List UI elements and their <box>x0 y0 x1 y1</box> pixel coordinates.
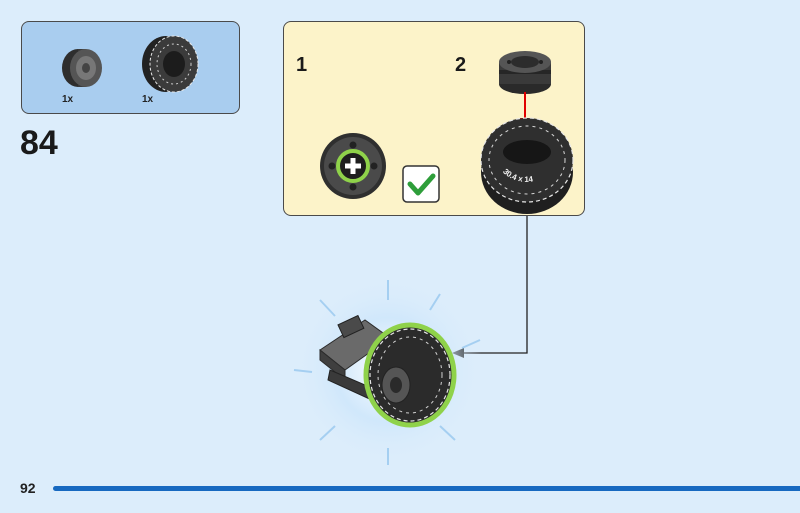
substep-2-number: 2 <box>455 54 467 76</box>
step-number: 84 <box>20 124 58 162</box>
parts-list-box: 1x 1x <box>21 21 240 114</box>
rim-part-icon <box>62 49 102 87</box>
rim-face-view <box>320 133 386 199</box>
plus-icon <box>345 158 361 174</box>
check-icon <box>402 165 440 203</box>
substep-illustration: 30.4 x 14 <box>320 51 574 214</box>
page-number: 92 <box>20 480 36 496</box>
model-illustration <box>293 280 483 465</box>
wheel-assembly <box>363 322 457 428</box>
substep-1-number: 1 <box>296 54 308 76</box>
parts-list-icons <box>62 35 199 93</box>
rim-side-view <box>499 51 551 94</box>
substep-box: 1 2 <box>283 21 585 216</box>
footer-line <box>53 486 800 491</box>
glow-rays <box>293 280 481 465</box>
tire-part-icon <box>142 35 199 93</box>
tire-view: 30.4 x 14 <box>480 117 574 214</box>
tire-quantity: 1x <box>142 94 154 105</box>
rim-quantity: 1x <box>62 94 74 105</box>
